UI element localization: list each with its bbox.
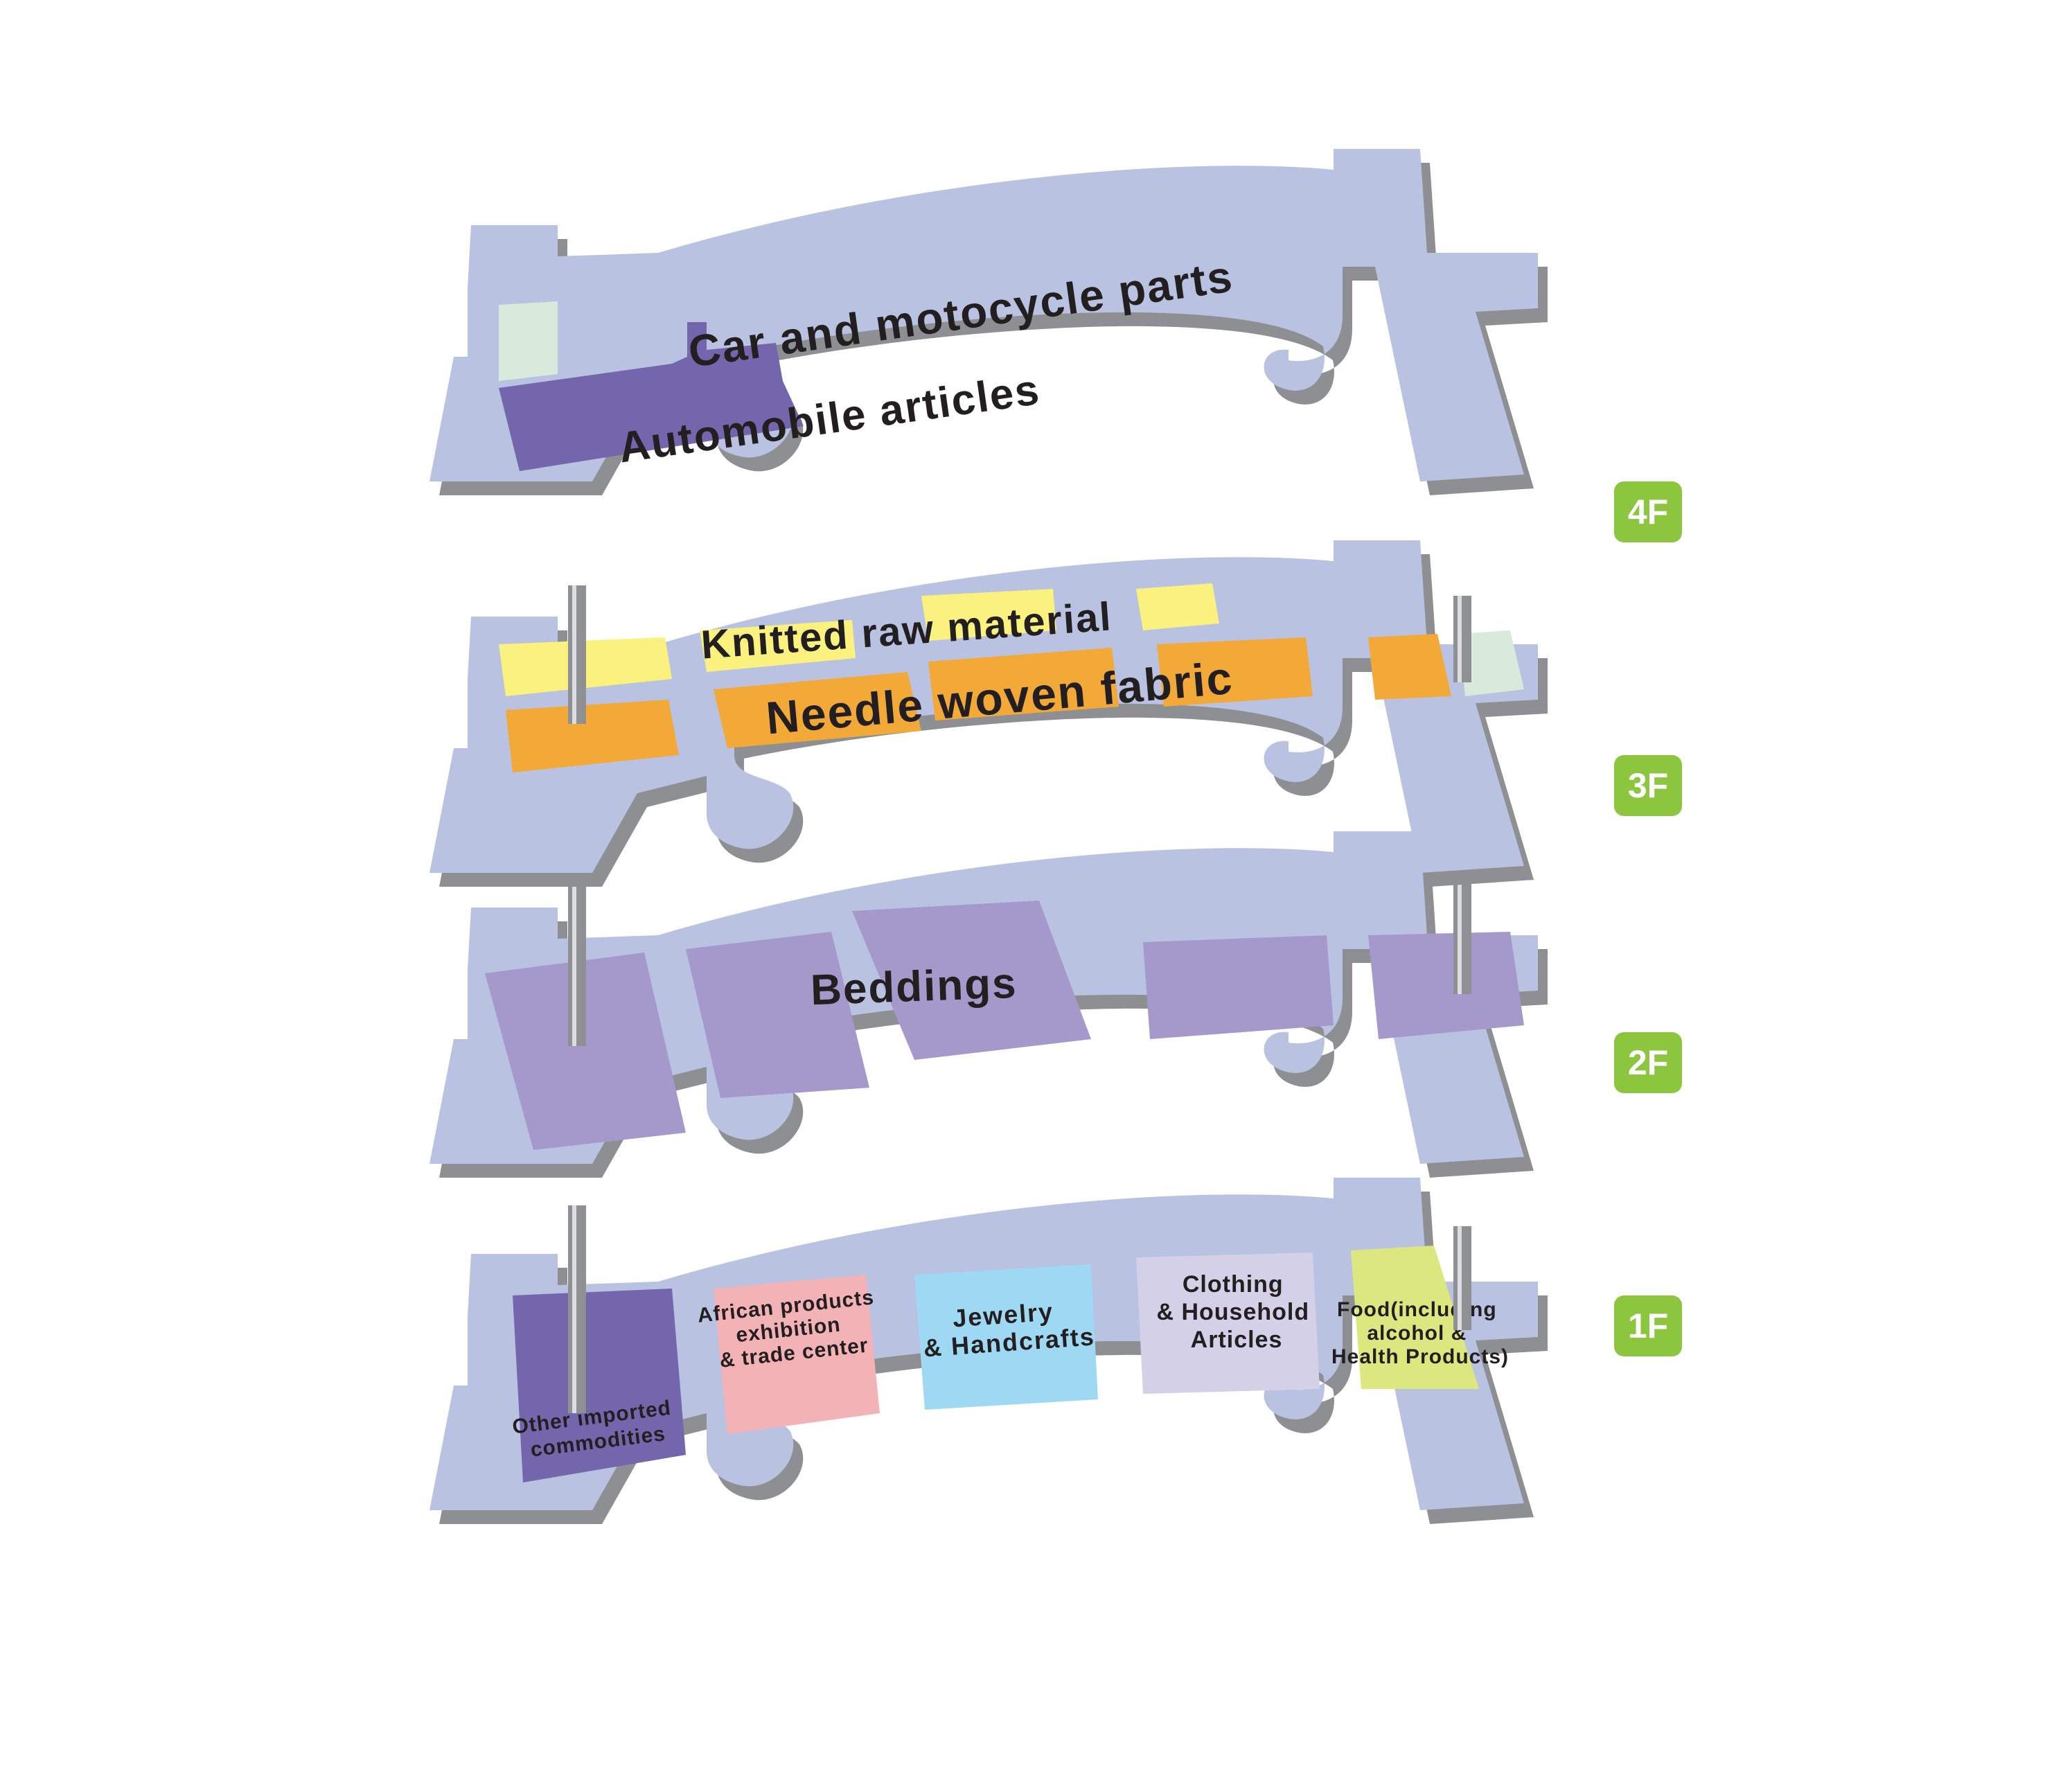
zone-automobile-articles xyxy=(499,322,804,471)
zone-needle-5 xyxy=(1368,634,1451,700)
pillar-left-2-highlight xyxy=(572,873,576,1046)
pillar-right-2-highlight xyxy=(1458,876,1462,994)
zone-knitted-2 xyxy=(700,620,856,672)
pillar-left-3 xyxy=(568,585,586,724)
pillar-left-1 xyxy=(568,1205,586,1413)
pillar-right-3 xyxy=(1453,596,1471,682)
floor-2f: Beddings xyxy=(430,831,1548,1178)
pillar-right-1-highlight xyxy=(1458,1226,1462,1330)
zone-car-parts xyxy=(499,301,558,381)
badge-1f-label: 1F xyxy=(1628,1307,1668,1345)
floor-badges: 4F 3F 2F 1F xyxy=(1614,481,1682,1356)
zone-knitted-4 xyxy=(1136,583,1219,630)
zone-beddings-1 xyxy=(485,953,686,1150)
zone-jewelry-handcrafts xyxy=(914,1264,1098,1410)
zone-needle-4 xyxy=(1157,637,1313,707)
badge-1f[interactable]: 1F xyxy=(1614,1295,1682,1356)
badge-3f-bg xyxy=(1614,755,1682,816)
badge-4f[interactable]: 4F xyxy=(1614,481,1682,542)
zone-food xyxy=(1351,1246,1479,1389)
badge-2f[interactable]: 2F xyxy=(1614,1032,1682,1093)
badge-1f-bg xyxy=(1614,1295,1682,1356)
pillar-right-2 xyxy=(1453,876,1471,994)
zone-clothing-household xyxy=(1136,1253,1320,1394)
label-beddings: Beddings xyxy=(810,959,1018,1014)
badge-2f-label: 2F xyxy=(1628,1043,1668,1082)
badge-3f-label: 3F xyxy=(1628,766,1668,805)
pillars-4f-3f xyxy=(568,585,1471,724)
badge-4f-label: 4F xyxy=(1628,493,1668,531)
zone-knitted-3 xyxy=(921,589,1056,641)
pillar-right-1 xyxy=(1453,1226,1471,1330)
zone-beddings-5 xyxy=(1368,932,1524,1039)
floor-3f: Knitted raw material Needle woven fabric xyxy=(430,540,1548,887)
zone-beddings-3 xyxy=(852,901,1091,1060)
pillar-left-1-highlight xyxy=(572,1205,576,1413)
pillar-left-3-highlight xyxy=(572,585,576,724)
zone-african-products xyxy=(714,1275,880,1434)
zone-needle-3 xyxy=(928,648,1119,720)
badge-3f[interactable]: 3F xyxy=(1614,755,1682,816)
badge-2f-bg xyxy=(1614,1032,1682,1093)
pillar-right-3-highlight xyxy=(1458,596,1462,682)
label-clothing-household: Clothing & Household Articles xyxy=(1156,1271,1316,1353)
zone-other-imported xyxy=(513,1289,686,1482)
pillars-3f-2f xyxy=(568,873,1471,1046)
zone-beddings-2 xyxy=(686,932,869,1098)
pillar-left-2 xyxy=(568,873,586,1046)
zone-beddings-4 xyxy=(1143,935,1334,1039)
floor-1f: Other imported commodities African produ… xyxy=(430,1178,1548,1524)
pillars-2f-1f xyxy=(568,1205,1471,1413)
badge-4f-bg xyxy=(1614,481,1682,542)
zone-needle-1 xyxy=(506,700,679,772)
zone-mint-3f xyxy=(1458,630,1524,696)
floor-4f: Car and motocycle parts Automobile artic… xyxy=(430,149,1548,495)
zone-needle-2 xyxy=(714,672,921,748)
